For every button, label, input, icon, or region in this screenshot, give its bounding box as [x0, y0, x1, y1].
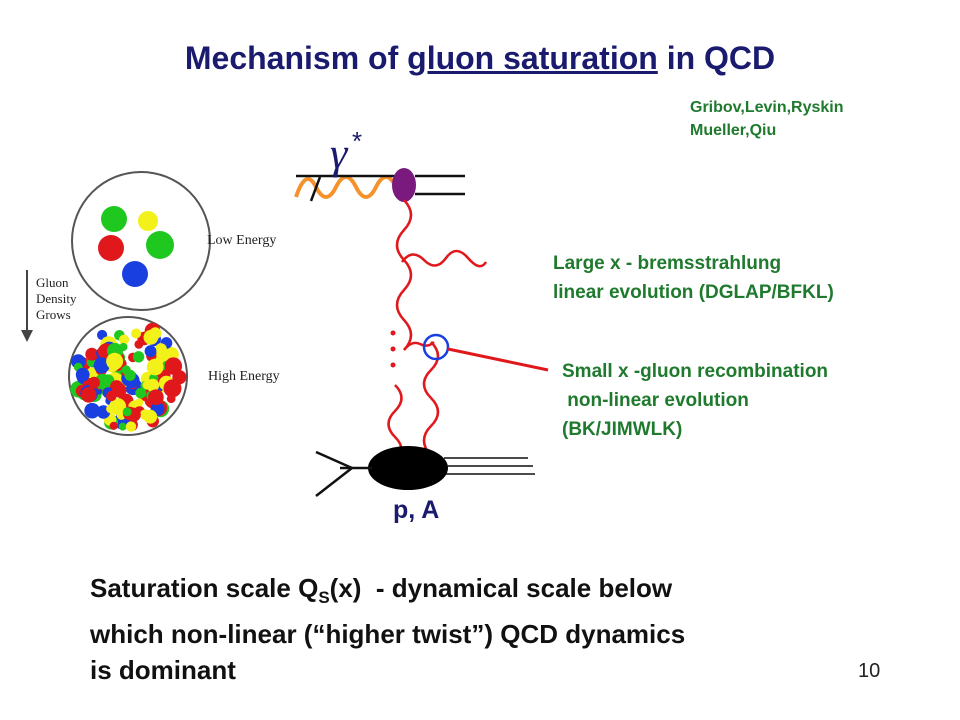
gluon-dot [106, 404, 115, 414]
gluon-upper [395, 199, 413, 351]
gluon-dot [80, 387, 97, 403]
page-number: 10 [858, 660, 881, 682]
small-x-annotation: Small x -gluon recombination non-linear … [562, 361, 829, 440]
gluon-dot [125, 421, 137, 432]
high-energy-proton [68, 316, 188, 436]
gluon-dot [93, 357, 110, 374]
gluon-dot [149, 327, 162, 340]
gluon-dot [144, 345, 157, 358]
saturation-description: Saturation scale QS(x) - dynamical scale… [90, 573, 686, 686]
gluon-lower-right [422, 341, 440, 457]
gluon-dot [135, 387, 147, 399]
large-x-annotation: Large x - bremsstrahlung linear evolutio… [553, 253, 834, 303]
gluon-density-label: Gluon Density Grows [36, 275, 77, 322]
gluon-dot [118, 422, 127, 431]
gluon-dot [84, 402, 100, 419]
reference-2: Mueller,Qiu [690, 122, 777, 139]
gluon-dot [109, 421, 118, 430]
target-label: p, A [393, 496, 440, 524]
gluon-dot [148, 389, 164, 406]
reference-1: Gribov,Levin,Ryskin [690, 99, 844, 116]
references: Gribov,Levin,Ryskin Mueller,Qiu [690, 96, 844, 142]
gluon-dot [88, 376, 100, 389]
gluon-dot [132, 351, 145, 363]
title-underlined-term: gluon saturation [407, 40, 658, 76]
page-title: Mechanism of gluon saturation in QCD [184, 40, 776, 76]
gluon-dot [106, 352, 124, 370]
gluon-dot [135, 398, 144, 407]
photon-vertex [392, 168, 416, 202]
gluon-density-arrow [21, 270, 33, 342]
gluon-dot [75, 367, 90, 382]
gluon-dot [171, 361, 182, 372]
gluon-dot [146, 358, 164, 376]
gluon-dot [85, 347, 99, 361]
gluon-dot [142, 380, 152, 390]
gluon-dot [122, 407, 132, 417]
gluon-merge [403, 341, 435, 351]
gluon-dot [155, 343, 167, 355]
photon-line [294, 175, 398, 199]
high-energy-label: High Energy [208, 369, 280, 384]
recombination-circle [422, 333, 450, 361]
low-energy-proton [71, 171, 211, 311]
low-energy-label: Low Energy [207, 233, 277, 248]
photon-star: * [352, 126, 363, 156]
gluon-dot [143, 409, 158, 424]
gluon-dot [163, 379, 182, 398]
gluon-dot [131, 328, 142, 339]
gluon-brems [400, 249, 488, 268]
gluon-dot [111, 382, 127, 398]
target-blob [368, 446, 448, 490]
pointer-line [447, 347, 549, 372]
photon-symbol: γ [330, 129, 348, 178]
gluon-dot [124, 369, 136, 381]
gluon-dot [118, 334, 130, 345]
